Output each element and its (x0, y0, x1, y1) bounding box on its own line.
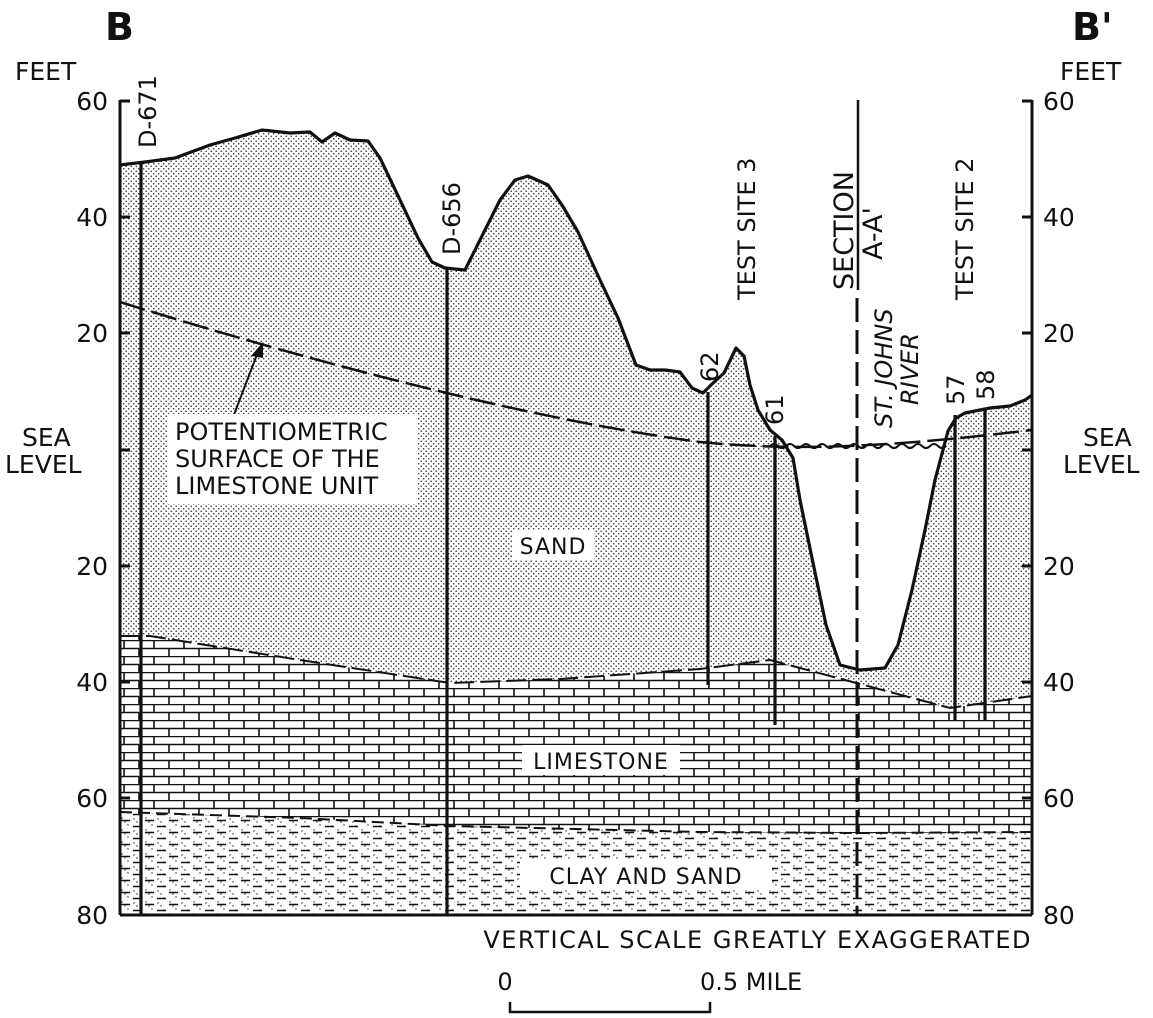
sand-limestone-contact (120, 635, 1033, 710)
right-tick-label: 60 (1043, 87, 1075, 116)
limestone-label: LIMESTONE (533, 750, 669, 775)
vertical-scale-note: VERTICAL SCALE GREATLY EXAGGERATED (483, 926, 1032, 954)
left-tick-label: 20 (76, 552, 108, 581)
well-61-label: 61 (761, 394, 789, 425)
section-label-bg (834, 100, 878, 295)
sand-label-bg (512, 530, 594, 560)
left-tick-label: 20 (76, 319, 108, 348)
right-tick-label: 40 (1043, 203, 1075, 232)
river-label: RIVER (896, 333, 924, 405)
potentiometric-label: LIMESTONE UNIT (175, 472, 378, 500)
well-d671-label: D-671 (134, 75, 162, 148)
section-a-a-label: A-A' (858, 207, 889, 260)
river-label: ST. JOHNS (870, 308, 898, 428)
left-sea-level-label: LEVEL (5, 450, 82, 479)
potentiometric-leader-line (229, 351, 259, 426)
sand-layer (120, 130, 1032, 708)
potentiometric-label-bg (168, 414, 418, 504)
test-site-2-label: TEST SITE 2 (951, 158, 979, 301)
right-sea-level-label: SEA (1083, 423, 1132, 452)
well-57-label: 57 (942, 374, 970, 405)
right-unit-label: FEET (1060, 57, 1122, 86)
left-tick-label: 80 (76, 901, 108, 930)
left-tick-label: 60 (76, 784, 108, 813)
left-unit-label: FEET (15, 57, 77, 86)
section-start-label: B (105, 5, 134, 49)
limestone-clay-contact (119, 811, 1033, 835)
leader-arrowhead (251, 342, 263, 358)
scale-bar-distance-label: 0.5 MILE (700, 968, 802, 996)
potentiometric-label: POTENTIOMETRIC (175, 418, 388, 446)
right-tick-label: 80 (1043, 901, 1075, 930)
potentiometric-surface-line (119, 300, 1033, 449)
ground-surface-line (119, 128, 1033, 672)
well-d656-label: D-656 (438, 182, 466, 255)
right-tick-label: 40 (1043, 668, 1075, 697)
left-tick-label: 60 (76, 87, 108, 116)
clay-sand-label: CLAY AND SAND (549, 865, 742, 890)
right-tick-label: 20 (1043, 319, 1075, 348)
right-axis-ticks (1022, 99, 1032, 800)
section-title-label: SECTION (829, 171, 860, 290)
test-site-3-label: TEST SITE 3 (733, 158, 761, 301)
potentiometric-label: SURFACE OF THE (175, 445, 380, 473)
left-sea-level-label: SEA (22, 423, 71, 452)
scale-bar (508, 1002, 712, 1014)
left-tick-label: 40 (76, 203, 108, 232)
sand-label: SAND (520, 535, 587, 560)
section-end-label: B' (1072, 5, 1113, 49)
right-sea-level-label: LEVEL (1063, 450, 1140, 479)
left-axis-ticks (120, 99, 130, 800)
clay-sand-label-bg (520, 860, 772, 890)
well-58-label: 58 (972, 369, 1000, 400)
right-tick-label: 60 (1043, 784, 1075, 813)
scale-bar-zero-label: 0 (497, 968, 512, 996)
limestone-label-bg (522, 745, 680, 775)
right-tick-label: 20 (1043, 552, 1075, 581)
limestone-layer (120, 636, 1032, 833)
well-62-label: 62 (696, 351, 724, 382)
left-tick-label: 40 (76, 668, 108, 697)
